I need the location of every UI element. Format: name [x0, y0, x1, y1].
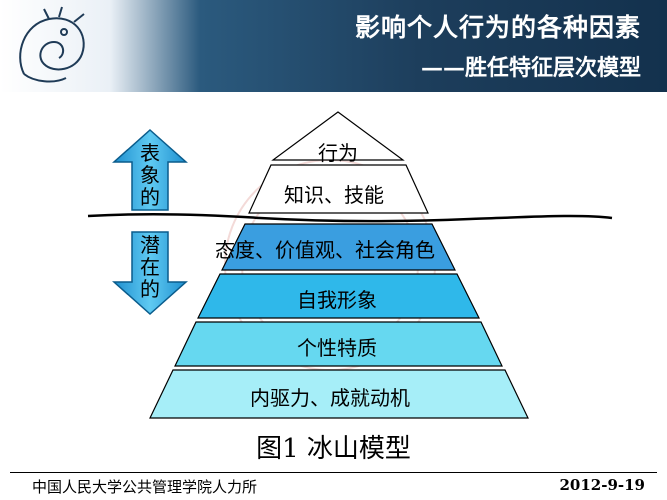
- waterline: [87, 213, 613, 223]
- page-subtitle: ——胜任特征层次模型: [420, 55, 641, 81]
- tier-label-self-image: 自我形象: [297, 288, 377, 312]
- up-arrow-label: 表象的: [140, 141, 160, 209]
- pyramid-tier-attitude: [221, 223, 456, 271]
- tier-label-trait: 个性特质: [297, 336, 377, 360]
- tier-label-behavior: 行为: [318, 141, 358, 165]
- tier-label-attitude: 态度、价值观、社会角色: [215, 238, 435, 262]
- pyramid-tier-self-image: [197, 273, 480, 319]
- pyramid-tier-behavior: [271, 111, 405, 161]
- up-arrow-icon: [112, 128, 188, 211]
- header-banner: 影响个人行为的各种因素 ——胜任特征层次模型: [0, 0, 667, 92]
- footer-date: 2012-9-19: [559, 476, 645, 494]
- figure-caption: 图1 冰山模型: [256, 434, 411, 464]
- dragon-logo-icon: [19, 6, 85, 83]
- page-title: 影响个人行为的各种因素: [354, 13, 641, 42]
- footer-organization: 中国人民大学公共管理学院人力所: [32, 478, 258, 496]
- pyramid-tier-motive: [149, 369, 529, 419]
- tier-label-knowledge: 知识、技能: [284, 183, 384, 207]
- down-arrow-icon: [112, 231, 188, 316]
- footer-divider: [10, 472, 657, 473]
- tier-label-motive: 内驱力、成就动机: [250, 386, 410, 410]
- pyramid-tier-knowledge: [248, 164, 429, 214]
- pyramid-tier-trait: [174, 321, 503, 367]
- down-arrow-label: 潜在的: [140, 233, 160, 301]
